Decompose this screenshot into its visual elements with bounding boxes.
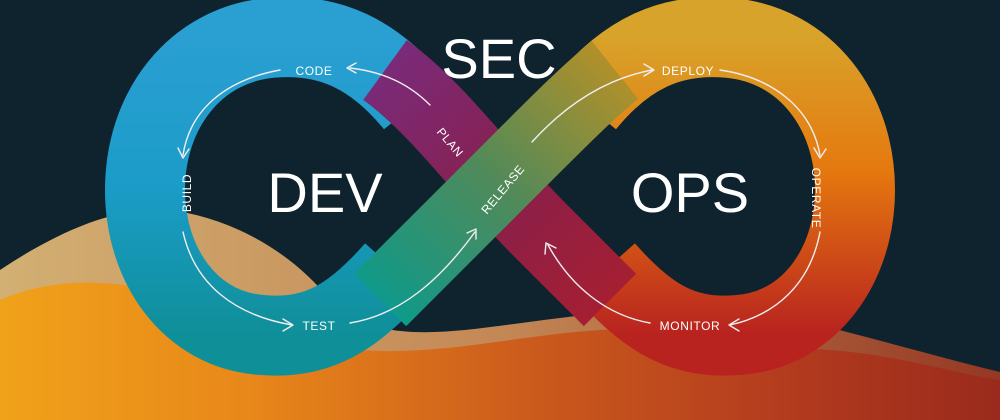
arrow-build-to-test — [182, 231, 293, 326]
arrow-deploy-to-operate — [719, 69, 821, 156]
stage-test: TEST — [302, 319, 335, 333]
arrow-release-to-deploy — [531, 69, 653, 143]
arrow-code-to-build — [182, 69, 281, 156]
stage-deploy: DEPLOY — [662, 64, 714, 78]
arrow-operate-to-monitor — [729, 231, 821, 326]
flow-arrows — [177, 62, 827, 332]
arrow-monitor-to-plan — [547, 244, 651, 324]
title-sec: SEC — [441, 27, 556, 90]
stage-build: BUILD — [180, 174, 194, 212]
heading-ops: OPS — [631, 161, 749, 224]
background-hill-front — [0, 282, 1000, 420]
arrow-test-to-release — [349, 231, 476, 324]
stage-monitor: MONITOR — [660, 319, 721, 333]
stage-code: CODE — [295, 64, 332, 78]
plan-band — [362, 40, 637, 327]
release-band — [353, 41, 639, 327]
stage-operate: OPERATE — [809, 168, 823, 229]
heading-dev: DEV — [267, 161, 383, 224]
dev-loop — [104, 0, 446, 376]
ops-loop — [554, 0, 896, 376]
arrow-plan-to-code — [349, 67, 431, 106]
